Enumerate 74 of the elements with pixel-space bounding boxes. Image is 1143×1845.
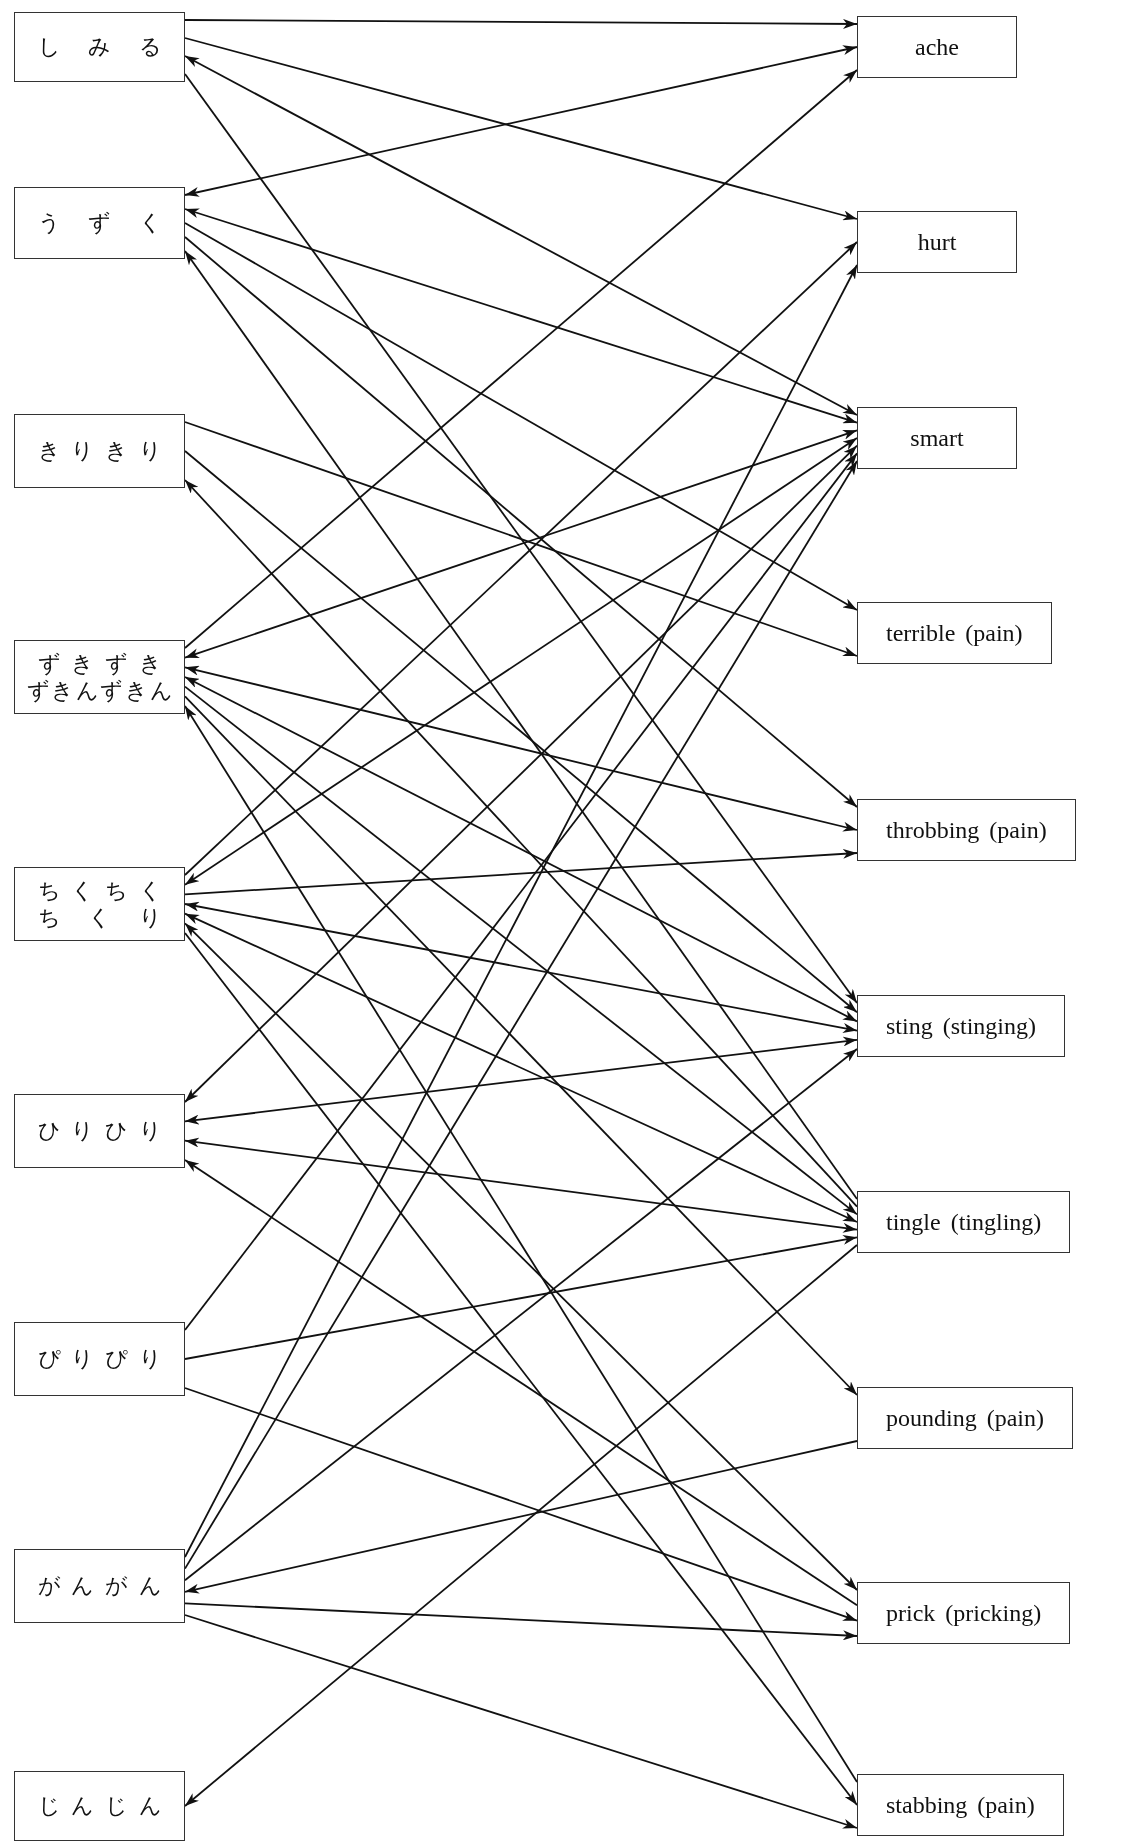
japanese-word: ちくり (37, 905, 162, 931)
word-box (14, 1549, 185, 1623)
word-box (857, 1582, 1071, 1644)
arrow (184, 665, 858, 832)
arrow (184, 676, 858, 1023)
arrow (184, 73, 858, 1004)
english-word: smart (910, 424, 964, 452)
arrow (184, 69, 858, 649)
japanese-word: ひりひり (37, 1118, 162, 1144)
arrow (184, 1602, 858, 1641)
arrow (184, 1614, 858, 1829)
word-box (857, 995, 1065, 1057)
english-word: throbbing (pain) (886, 816, 1047, 844)
word-box (857, 407, 1017, 469)
word-box (857, 602, 1052, 664)
arrow (184, 208, 858, 424)
arrow (184, 452, 858, 1331)
arrow (184, 912, 858, 1223)
word-box (14, 414, 185, 488)
arrow (184, 437, 858, 886)
japanese-word: きりきり (37, 438, 162, 464)
arrow (184, 1387, 858, 1622)
japanese-word: ずきんずきん (26, 678, 173, 704)
arrow (184, 1137, 858, 1233)
arrow (184, 695, 858, 1396)
arrow (184, 55, 858, 416)
english-word: sting (stinging) (886, 1012, 1036, 1040)
arrow (184, 479, 858, 1208)
word-box (14, 867, 185, 941)
arrow (184, 1440, 858, 1594)
english-word: ache (915, 33, 959, 61)
english-word: prick (pricking) (886, 1599, 1042, 1627)
arrow (184, 1234, 858, 1360)
word-box (857, 1387, 1073, 1449)
word-box (14, 1094, 185, 1168)
japanese-word: がんがん (37, 1573, 162, 1599)
japanese-word: ぴりぴり (37, 1346, 162, 1372)
word-box (857, 1774, 1064, 1836)
arrow (184, 250, 858, 1200)
japanese-word: ちくちく (37, 877, 162, 903)
word-box (14, 1771, 185, 1841)
word-box (857, 799, 1076, 861)
arrow (184, 848, 858, 896)
arrow (184, 705, 858, 1783)
english-word: tingle (tingling) (886, 1208, 1042, 1236)
english-word: stabbing (pain) (886, 1791, 1035, 1819)
japanese-word: じんじん (37, 1793, 162, 1819)
arrow (184, 45, 858, 197)
arrow (184, 37, 858, 221)
arrow (184, 922, 858, 1591)
japanese-word: ずきずき (37, 650, 162, 676)
arrow (184, 18, 858, 29)
arrow (184, 1159, 858, 1607)
word-box (857, 211, 1017, 273)
english-word: terrible (pain) (886, 619, 1023, 647)
arrow (184, 901, 858, 1033)
arrow (184, 1048, 858, 1582)
arrow (184, 264, 858, 1558)
arrow (184, 460, 858, 1570)
word-box (14, 187, 185, 259)
arrow (184, 1036, 858, 1125)
word-box (857, 16, 1017, 78)
japanese-word: うずく (37, 210, 162, 236)
word-box (14, 12, 185, 82)
english-word: pounding (pain) (886, 1404, 1044, 1432)
word-box (14, 1322, 185, 1396)
arrow (184, 685, 858, 1216)
english-word: hurt (917, 228, 957, 256)
arrow (184, 222, 858, 611)
japanese-word: しみる (37, 34, 162, 60)
word-box (857, 1191, 1071, 1253)
arrow (184, 1244, 858, 1807)
arrow (184, 932, 858, 1806)
word-box (14, 640, 185, 714)
